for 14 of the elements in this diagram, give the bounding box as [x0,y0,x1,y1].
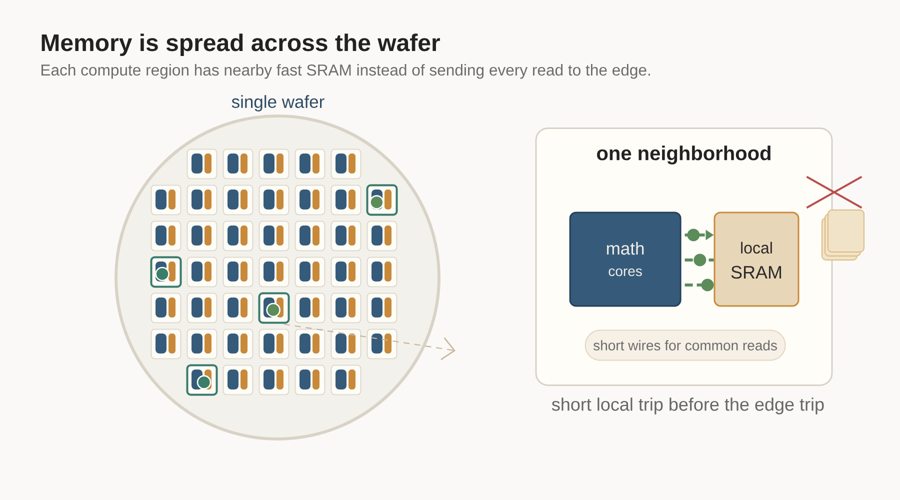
connector [684,278,714,292]
highlighted-tile [366,184,398,216]
note-pill: short wires for common reads [584,330,786,361]
node-label: single wafer [232,95,324,112]
node-label: short local trip before the edge trip [552,398,824,414]
title: Memory is spread across the wafer [42,34,440,56]
subtitle: Each compute region has nearby fast SRAM instead of sending every read to the edge. [42,64,650,79]
dashed-arrow [284,324,456,360]
highlighted-tile [150,256,182,288]
highlighted-tile [258,292,290,324]
highlighted-tile [186,364,218,396]
memory-block: local SRAM [714,212,800,307]
connector [684,254,714,266]
core-block: math cores [569,212,682,307]
